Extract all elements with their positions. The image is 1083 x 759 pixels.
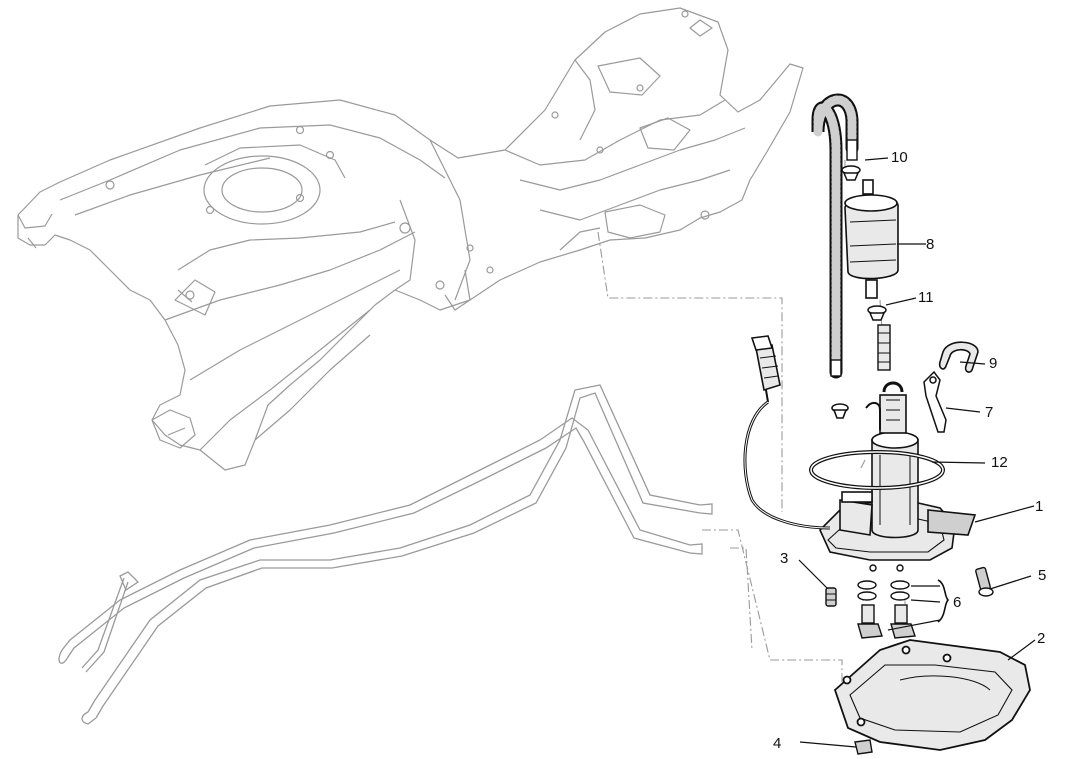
callout-4: 4 (773, 735, 781, 752)
cover-plate (833, 639, 1031, 751)
callout-12: 12 (991, 454, 1008, 471)
screw-3 (825, 587, 837, 607)
frame-bolt-holes (105, 10, 710, 300)
callout-1: 1 (1035, 498, 1043, 515)
bracket-7 (923, 370, 947, 433)
nut-4 (854, 739, 873, 755)
fuel-hose (811, 93, 859, 379)
screw-5 (975, 566, 994, 597)
leader-lines (798, 157, 1036, 748)
retaining-clip-9 (938, 341, 979, 373)
fuel-lines (58, 384, 713, 725)
callout-11: 11 (918, 289, 934, 306)
callout-5: 5 (1038, 567, 1046, 584)
frame-outline (17, 7, 804, 471)
electrical-connector (743, 335, 831, 530)
callout-6: 6 (953, 594, 961, 611)
callout-9: 9 (989, 355, 997, 372)
hose-clamp-11 (867, 305, 887, 321)
callout-2: 2 (1037, 630, 1045, 647)
fuel-filter (844, 179, 899, 299)
callout-10: 10 (891, 149, 908, 166)
fuel-pump-assembly (819, 381, 977, 561)
short-hose (877, 324, 891, 371)
hose-clamp-10 (841, 165, 861, 181)
callout-labels: 1 2 3 4 5 6 7 8 9 10 11 12 (773, 149, 1046, 752)
callout-7: 7 (985, 404, 993, 421)
callout-3: 3 (780, 550, 788, 567)
callout-8: 8 (926, 236, 934, 253)
washers-and-fittings-6 (857, 564, 916, 639)
